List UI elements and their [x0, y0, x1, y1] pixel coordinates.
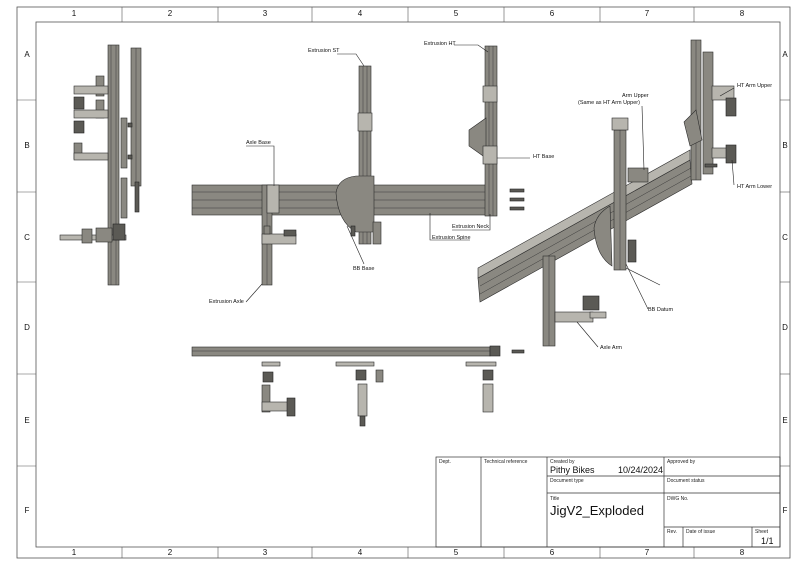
zone-row-b-left: B	[24, 141, 29, 150]
label-arm-upper: Arm Upper	[622, 93, 649, 99]
callout-bb-datum: BB Datum	[625, 263, 673, 313]
label-ht-arm-upper: HT Arm Upper	[737, 83, 772, 89]
callout-axle-base: Axle Base	[246, 140, 275, 186]
front-view	[191, 45, 525, 286]
callout-ht-arm-upper: HT Arm Upper	[719, 83, 772, 97]
zone-row-d-right: D	[782, 323, 788, 332]
label-axle-arm: Axle Arm	[600, 345, 622, 351]
tb-sheet: 1/1	[761, 536, 774, 546]
zone-col-6-bottom: 6	[550, 548, 555, 557]
tb-dwg-no-label: DWG No.	[667, 496, 688, 502]
label-extrusion-ht: Extrusion HT	[424, 41, 456, 47]
label-bb-datum: BB Datum	[648, 307, 673, 313]
zone-col-8-top: 8	[740, 9, 745, 18]
tb-created-by: Pithy Bikes	[550, 465, 595, 475]
label-ht-base: HT Base	[533, 154, 554, 160]
tb-title-label: Title	[550, 496, 559, 502]
tb-doc-status-label: Document status	[667, 478, 705, 484]
zone-row-f-left: F	[25, 506, 30, 515]
zone-col-8-bottom: 8	[740, 548, 745, 557]
callout-axle-arm: Axle Arm	[576, 321, 622, 351]
label-extrusion-spine: Extrusion Spine	[432, 235, 471, 241]
zone-col-5-top: 5	[454, 9, 459, 18]
zone-row-c-right: C	[782, 233, 788, 242]
zone-col-1-bottom: 1	[72, 548, 77, 557]
tb-sheet-label: Sheet	[755, 529, 769, 535]
zone-row-f-right: F	[783, 506, 788, 515]
label-arm-upper-note: (Same as HT Arm Upper)	[578, 100, 640, 106]
tb-dept-label: Dept.	[439, 459, 451, 465]
callout-arm-upper: Arm Upper (Same as HT Arm Upper)	[578, 93, 649, 171]
inner-frame	[35, 21, 781, 548]
zone-row-b-right: B	[782, 141, 787, 150]
callout-ht-base: HT Base	[497, 154, 554, 160]
zone-col-4-bottom: 4	[358, 548, 363, 557]
side-view	[59, 44, 142, 286]
label-extrusion-axle: Extrusion Axle	[209, 299, 244, 305]
callout-extrusion-neck: Extrusion Neck	[452, 214, 491, 231]
callout-ht-arm-lower: HT Arm Lower	[731, 159, 772, 190]
tb-created-by-label: Created by	[550, 459, 575, 465]
zone-col-3-bottom: 3	[263, 548, 268, 557]
zone-row-e-left: E	[24, 416, 29, 425]
zone-col-1-top: 1	[72, 9, 77, 18]
zone-col-6-top: 6	[550, 9, 555, 18]
title-block: Dept. Technical reference Created by Pit…	[435, 456, 781, 548]
zone-row-e-right: E	[782, 416, 787, 425]
zone-row-a-left: A	[24, 50, 30, 59]
zone-row-c-left: C	[24, 233, 30, 242]
tb-created-date: 10/24/2024	[618, 465, 663, 475]
callout-extrusion-ht: Extrusion HT	[424, 41, 489, 53]
zone-col-5-bottom: 5	[454, 548, 459, 557]
zone-col-4-top: 4	[358, 9, 363, 18]
zone-col-7-top: 7	[645, 9, 650, 18]
zone-col-3-top: 3	[263, 9, 268, 18]
label-extrusion-neck: Extrusion Neck	[452, 224, 489, 230]
label-axle-base: Axle Base	[246, 140, 271, 146]
zone-row-d-left: D	[24, 323, 30, 332]
callout-bb-base: BB Base	[346, 225, 374, 272]
label-bb-base: BB Base	[353, 266, 374, 272]
zone-col-7-bottom: 7	[645, 548, 650, 557]
tb-rev-label: Rev.	[667, 529, 677, 535]
zone-col-2-top: 2	[168, 9, 173, 18]
label-extrusion-st: Extrusion ST	[308, 48, 340, 54]
bottom-view	[191, 345, 525, 427]
tb-date-of-issue-label: Date of issue	[686, 529, 715, 535]
tb-approved-by-label: Approved by	[667, 459, 696, 465]
callout-extrusion-st: Extrusion ST	[308, 48, 365, 67]
outer-frame	[16, 6, 791, 559]
callout-extrusion-spine: Extrusion Spine	[429, 213, 471, 241]
zone-row-a-right: A	[782, 50, 788, 59]
zone-ticks	[17, 7, 790, 558]
label-ht-arm-lower: HT Arm Lower	[737, 184, 772, 190]
callout-extrusion-axle: Extrusion Axle	[209, 283, 263, 305]
zone-col-2-bottom: 2	[168, 548, 173, 557]
tb-title: JigV2_Exploded	[550, 503, 644, 518]
tb-tech-ref-label: Technical reference	[484, 459, 528, 465]
isometric-view	[477, 39, 737, 347]
tb-doc-type-label: Document type	[550, 478, 584, 484]
